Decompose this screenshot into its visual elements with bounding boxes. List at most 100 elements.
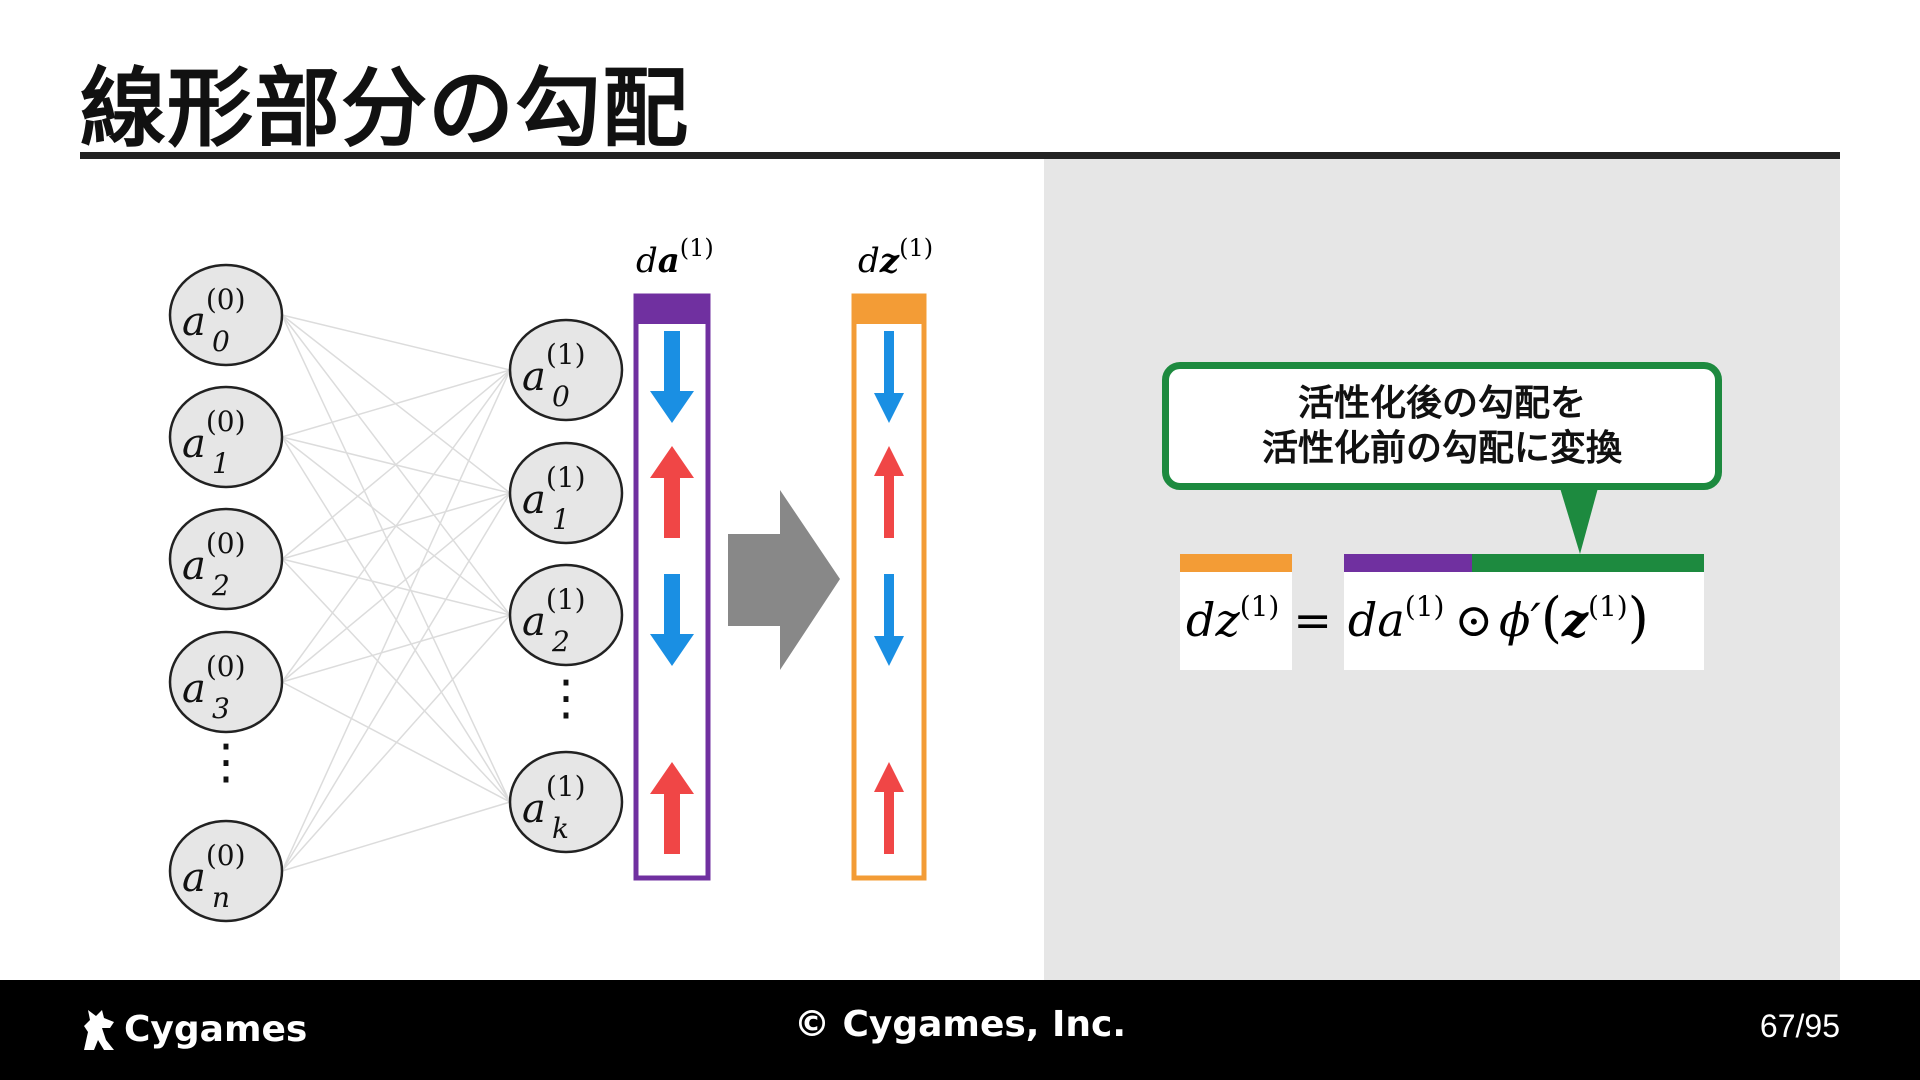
eq-bar-phi	[1472, 554, 1704, 572]
edges	[281, 314, 511, 872]
hidden-node-2-circle	[508, 563, 624, 667]
dz-arrows	[874, 331, 904, 854]
hidden-node-1: a(1)1	[508, 441, 624, 545]
edge-line	[281, 369, 511, 872]
input-node-1-sup: (0)	[206, 405, 246, 438]
dz-arrows-down-arrowhead	[874, 393, 904, 423]
logo-text: Cygames	[124, 1008, 308, 1050]
input-node-0: a(0)0	[168, 263, 284, 367]
input-node-3-base: a	[182, 666, 206, 712]
dz-arrows-up-arrowhead	[874, 762, 904, 792]
slide-title: 線形部分の勾配	[80, 59, 689, 159]
dz-arrows-down-arrowhead	[874, 636, 904, 666]
eq-z: z	[1561, 593, 1589, 647]
eq-box-lhs	[1180, 572, 1292, 670]
edge-line	[281, 558, 511, 803]
da-label: da(1)	[636, 234, 714, 281]
da-label-sup: (1)	[680, 234, 714, 262]
input-node-0-label: a(0)	[182, 283, 246, 345]
input-node-3-sup: (0)	[206, 650, 246, 683]
hidden-node-k-base: a	[522, 786, 546, 832]
dz-arrows-shaft	[884, 476, 894, 538]
hidden-node-2-sub: 2	[551, 625, 570, 658]
input-node-2-sup: (0)	[206, 527, 246, 560]
input-node-n-circle	[168, 819, 284, 923]
dz-label-d: d	[858, 241, 880, 281]
eq-z-sup: (1)	[1588, 590, 1628, 623]
hidden-node-1-sup: (1)	[546, 461, 586, 494]
hidden-node-1-label: a(1)	[522, 461, 586, 523]
edge-line	[281, 314, 511, 371]
input-node-0-sub: 0	[212, 325, 230, 358]
da-arrows-shaft	[664, 478, 680, 538]
hidden-node-1-sub: 1	[552, 503, 570, 536]
edge-line	[281, 369, 511, 438]
edge-line	[281, 369, 511, 560]
da-arrows-shaft	[664, 794, 680, 854]
dz-label-var: z	[879, 241, 900, 281]
dz-arrows-up-arrowhead	[874, 446, 904, 476]
hidden-node-2-label: a(1)	[522, 583, 586, 645]
title-rule	[80, 152, 1840, 159]
page-number: 67/95	[1759, 1008, 1840, 1044]
input-node-2-circle	[168, 507, 284, 611]
callout-line2: 活性化前の勾配に変換	[1261, 428, 1622, 469]
da-arrows-up-arrowhead	[650, 446, 694, 478]
hidden-node-0-sup: (1)	[546, 338, 586, 371]
eq-bar-dz	[1180, 554, 1292, 572]
edge-line	[281, 369, 511, 683]
input-node-1: a(0) 1	[168, 385, 284, 489]
hidden-node-k: a(1)k	[508, 750, 624, 854]
da-column-cap	[636, 296, 708, 324]
edge-line	[281, 614, 511, 872]
network-diagram: a(0)0a(0)1a(0)2a(0)3a(0)na(1)0a(1)1a(1)2…	[168, 234, 1704, 923]
footer	[0, 980, 1920, 1080]
hidden-node-0: a(1) 0	[508, 318, 624, 422]
edge-line	[281, 801, 511, 872]
hidden-node-0-base: a	[522, 354, 546, 400]
eq-box-rhs	[1344, 572, 1704, 670]
hidden-node-k-circle	[508, 750, 624, 854]
input-ellipsis: ⋮	[202, 734, 250, 790]
input-node-3-label: a(0)	[182, 650, 246, 712]
dz-arrows-shaft	[884, 792, 894, 854]
eq-rhs: da	[1348, 593, 1405, 647]
input-node-2: a(0) 2	[168, 507, 284, 611]
eq-rhs-sup: (1)	[1405, 590, 1445, 623]
hidden-ellipsis: ⋮	[542, 670, 590, 726]
transform-arrow	[728, 490, 840, 670]
cygames-logo: Cygames	[80, 1004, 307, 1054]
input-node-1-circle	[168, 385, 284, 489]
hidden-node-0-circle	[508, 318, 624, 422]
input-node-n-sub: n	[212, 881, 230, 914]
da-arrows-up-arrowhead	[650, 762, 694, 794]
input-node-1-base: a	[182, 421, 206, 467]
dz-column-cap	[854, 296, 924, 324]
input-node-0-sup: (0)	[206, 283, 246, 316]
eq-equals: =	[1293, 593, 1332, 647]
eq-lhs: dz	[1186, 593, 1240, 647]
hidden-node-0-sub: 0	[552, 380, 570, 413]
nodes: a(0)0a(0)1a(0)2a(0)3a(0)na(1)0a(1)1a(1)2…	[168, 263, 624, 923]
equation: dz(1)=da(1)⊙ϕ′(z(1))	[1186, 586, 1649, 649]
callout-box: 活性化後の勾配を 活性化前の勾配に変換	[1162, 362, 1722, 490]
input-node-n-base: a	[182, 855, 206, 901]
input-node-n: a(0)n	[168, 819, 284, 923]
input-node-3-sub: 3	[212, 692, 230, 725]
eq-odot: ⊙	[1454, 593, 1493, 647]
dz-label: dz(1)	[858, 234, 933, 281]
input-node-n-sup: (0)	[206, 839, 246, 872]
input-node-n-label: a(0)	[182, 839, 246, 901]
input-node-3: a(0)3	[168, 630, 284, 734]
da-arrows-shaft	[664, 574, 680, 634]
dz-arrows-shaft	[884, 574, 894, 636]
hidden-node-1-base: a	[522, 477, 546, 523]
input-node-2-base: a	[182, 543, 206, 589]
input-node-0-base: a	[182, 299, 206, 345]
input-node-2-sub: 2	[211, 569, 230, 602]
da-arrows	[650, 331, 694, 854]
hidden-node-1-circle	[508, 441, 624, 545]
edge-line	[281, 492, 511, 683]
input-node-1-sub: 1	[212, 447, 230, 480]
da-arrows-shaft	[664, 331, 680, 391]
